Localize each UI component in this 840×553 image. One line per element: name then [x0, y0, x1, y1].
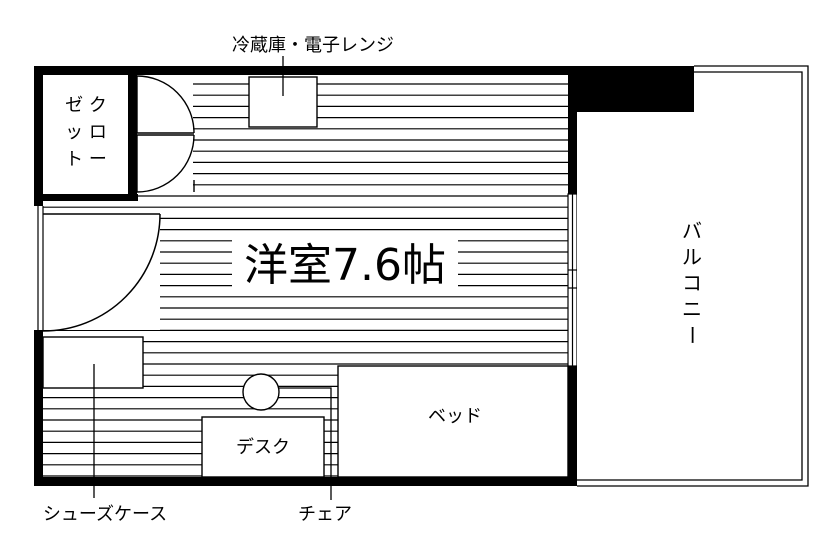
- balcony: [577, 65, 809, 487]
- chair-circle: [242, 373, 280, 411]
- desk-box: [201, 416, 325, 478]
- balcony-label-char: コ: [682, 271, 702, 295]
- balcony-label-char: ー: [680, 325, 704, 345]
- entrance-door: [42, 213, 161, 332]
- balcony-label-char: バ: [682, 219, 702, 243]
- bed-label: ベッド: [428, 406, 482, 427]
- closet-area: [40, 72, 132, 196]
- chair-leader: [279, 387, 332, 500]
- bed-box: [337, 365, 569, 478]
- balcony-label-char: ル: [682, 245, 702, 269]
- svg-text:ッ ロ: ッ ロ: [65, 122, 107, 143]
- closet-label: ゼ ク ッ ロ ト ー: [65, 95, 107, 170]
- closet-doors: [136, 75, 195, 193]
- shoe-case-box: [42, 336, 144, 389]
- fridge-label: 冷蔵庫・電子レンジ: [232, 35, 394, 56]
- shoe-case-label: シューズケース: [43, 504, 167, 525]
- balcony-window: [567, 193, 578, 367]
- chair-label: チェア: [298, 504, 352, 525]
- room-title: 洋室7.6帖: [244, 240, 446, 291]
- walls: [34, 66, 694, 486]
- room-title-bg: [232, 236, 458, 292]
- entrance-area: [40, 212, 160, 330]
- balcony-label-char: ニ: [682, 297, 702, 321]
- svg-text:ト ー: ト ー: [65, 149, 107, 170]
- desk-label: デスク: [236, 437, 290, 458]
- svg-text:ゼ ク: ゼ ク: [65, 95, 107, 116]
